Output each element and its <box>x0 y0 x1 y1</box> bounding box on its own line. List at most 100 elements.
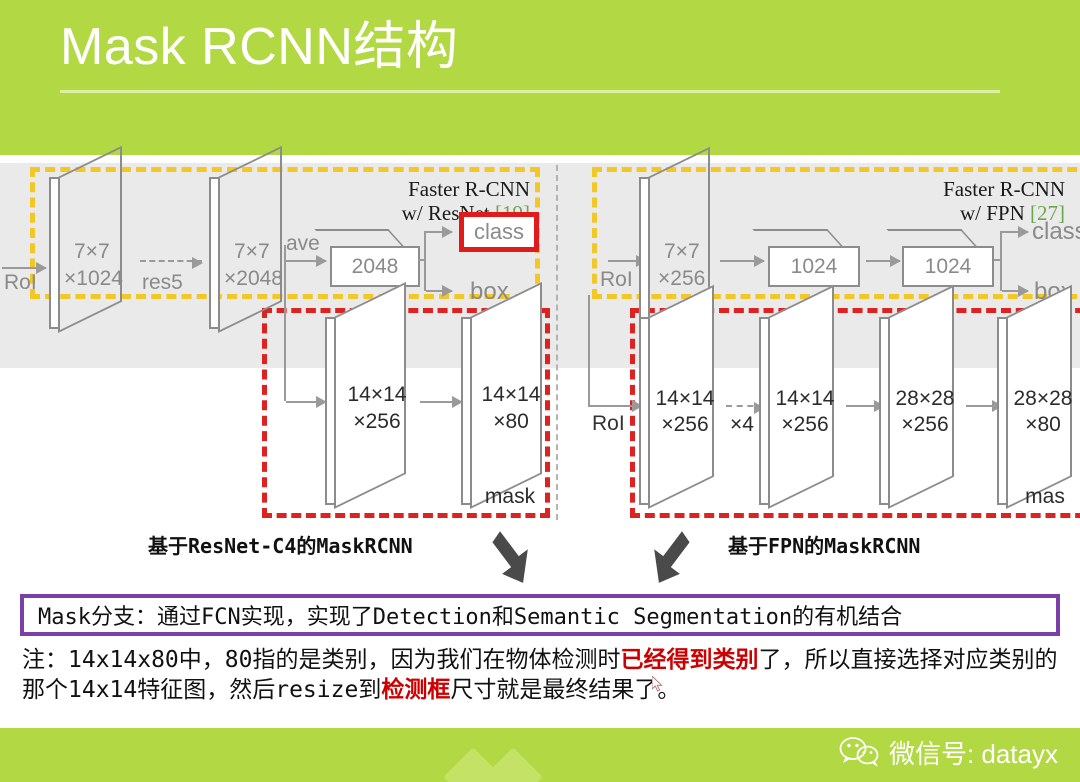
right-block-line1: 7×7 <box>664 240 700 263</box>
right-roi-top-label: RoI <box>600 268 633 291</box>
left-feature-slab-2 <box>209 145 282 333</box>
right-mask-block-2-line2: ×256 <box>781 413 829 436</box>
right-mask-block-3-line2: ×256 <box>901 413 949 436</box>
cuboid-top <box>330 229 420 246</box>
right-mask-branch-box <box>630 308 1080 518</box>
slab-spine <box>209 177 220 329</box>
slide-header: Mask RCNN结构 <box>0 0 1080 155</box>
page-title: Mask RCNN结构 <box>60 18 459 76</box>
note-segment-3: 尺寸就是最终结果了。 <box>450 677 681 703</box>
left-box-arrow <box>426 285 453 297</box>
right-mask-block-1-line1: 14×14 <box>655 387 715 410</box>
cuboid-top <box>902 229 994 246</box>
watermark: 微信号: datayx <box>839 734 1058 771</box>
mouse-cursor-icon <box>652 676 663 692</box>
right-mask-repeat-label: ×4 <box>730 413 754 436</box>
right-panel-reference: [27] <box>1030 201 1065 225</box>
architecture-figure: Faster R-CNN w/ ResNet [19] RoI 7×7 ×102… <box>0 145 1080 530</box>
cuboid-front <box>902 246 994 287</box>
left-res5-label: res5 <box>142 271 183 294</box>
left-mask-arrow-2 <box>420 396 463 408</box>
header-divider <box>60 90 1000 93</box>
left-head-split-line <box>424 231 426 291</box>
right-detection-branch-box <box>592 167 1080 299</box>
right-mask-output-label: mas <box>1025 485 1065 508</box>
left-res5-arrow <box>140 257 203 269</box>
left-block-1-line1: 7×7 <box>74 240 110 263</box>
left-block-2-line1: 7×7 <box>234 240 270 263</box>
note-segment-1: 注：14x14x80中，80指的是类别，因为我们在物体检测时 <box>22 647 621 673</box>
right-class-arrow <box>1002 226 1029 238</box>
down-arrow-left-icon <box>492 531 528 583</box>
slab-spine <box>325 317 336 505</box>
right-mask-slab-3 <box>879 284 954 509</box>
note-segment-2: 了，所以直接选择对应类别的那个14x14特征图，然后resize到 <box>22 647 1058 703</box>
slab-spine <box>639 177 650 329</box>
right-mask-slab-1 <box>639 284 714 509</box>
left-block-2-line2: ×2048 <box>224 267 283 290</box>
mask-branch-statement-text: Mask分支：通过FCN实现，实现了Detection和Semantic Seg… <box>38 605 903 630</box>
note-highlight-1: 已经得到类别 <box>620 647 759 673</box>
right-panel-title-line1: Faster R-CNN <box>943 177 1065 201</box>
left-mask-block-1-line2: ×256 <box>353 410 401 433</box>
right-box-arrow <box>1002 285 1029 297</box>
right-mask-block-2-line1: 14×14 <box>775 387 835 410</box>
right-mask-block-4-line2: ×80 <box>1025 413 1061 436</box>
left-mask-branch-box <box>262 308 550 518</box>
right-fc-1024-first: 1024 <box>768 229 860 287</box>
left-box-label: box <box>470 278 509 305</box>
left-mask-tap-vertical <box>284 317 286 401</box>
right-head-split-line <box>1000 231 1002 291</box>
left-fc-2048-label: 2048 <box>351 254 399 278</box>
left-ave-tap-line <box>284 245 286 317</box>
right-fc1-label: 1024 <box>790 254 838 278</box>
right-class-label: class <box>1032 218 1080 245</box>
class-output-highlight: class <box>459 212 539 252</box>
left-fc-2048: 2048 <box>330 229 420 287</box>
left-roi-label: RoI <box>4 271 37 294</box>
note-text: 注：14x14x80中，80指的是类别，因为我们在物体检测时已经得到类别了，所以… <box>22 645 1062 705</box>
right-mask-block-1-line2: ×256 <box>661 413 709 436</box>
left-ave-label: ave <box>286 232 320 255</box>
caption-right: 基于FPN的MaskRCNN <box>728 534 921 558</box>
right-head-split-stub <box>994 259 1002 261</box>
wechat-icon <box>839 736 879 767</box>
left-class-arrow <box>426 226 453 238</box>
down-arrow-right-icon <box>654 531 690 583</box>
left-mask-slab-2 <box>461 281 542 509</box>
left-mask-slab-1 <box>325 281 406 509</box>
left-mask-block-2-line2: ×80 <box>493 410 529 433</box>
right-mask-block-3-line1: 28×28 <box>895 387 955 410</box>
right-fc2-arrow <box>866 255 901 267</box>
right-mask-slab-2 <box>759 284 834 509</box>
left-feature-slab-1 <box>49 145 122 333</box>
right-fc1-arrow <box>720 255 765 267</box>
note-highlight-2: 检测框 <box>381 677 451 703</box>
cuboid-top <box>768 229 860 246</box>
right-mask-slab-4 <box>997 284 1072 509</box>
footer-bar: 微信号: datayx <box>0 728 1080 782</box>
left-ave-arrow <box>286 255 327 267</box>
left-mask-input-arrow <box>286 396 327 408</box>
slab-spine <box>49 177 60 329</box>
panel-divider <box>556 165 558 520</box>
right-mask-input-arrow <box>590 400 643 412</box>
right-fc-1024-second: 1024 <box>902 229 994 287</box>
cuboid-front <box>330 246 420 287</box>
left-mask-block-1-line1: 14×14 <box>347 383 407 406</box>
slab-spine <box>461 317 472 505</box>
right-panel-title: Faster R-CNN w/ FPN [27] <box>840 177 1065 225</box>
cuboid-front <box>768 246 860 287</box>
left-panel-title-line1: Faster R-CNN <box>408 177 530 201</box>
mask-branch-statement-box: Mask分支：通过FCN实现，实现了Detection和Semantic Seg… <box>20 594 1060 636</box>
slab-spine <box>997 317 1008 505</box>
right-roi-bottom-label: RoI <box>592 412 625 435</box>
left-block-1-line2: ×1024 <box>64 267 123 290</box>
right-mask-block-4-line1: 28×28 <box>1013 387 1073 410</box>
caption-left: 基于ResNet-C4的MaskRCNN <box>148 534 413 558</box>
right-mask-tap-vertical <box>588 295 590 407</box>
slab-spine <box>639 317 650 505</box>
left-head-split-stub <box>418 259 426 261</box>
watermark-text: 微信号: datayx <box>888 739 1058 769</box>
